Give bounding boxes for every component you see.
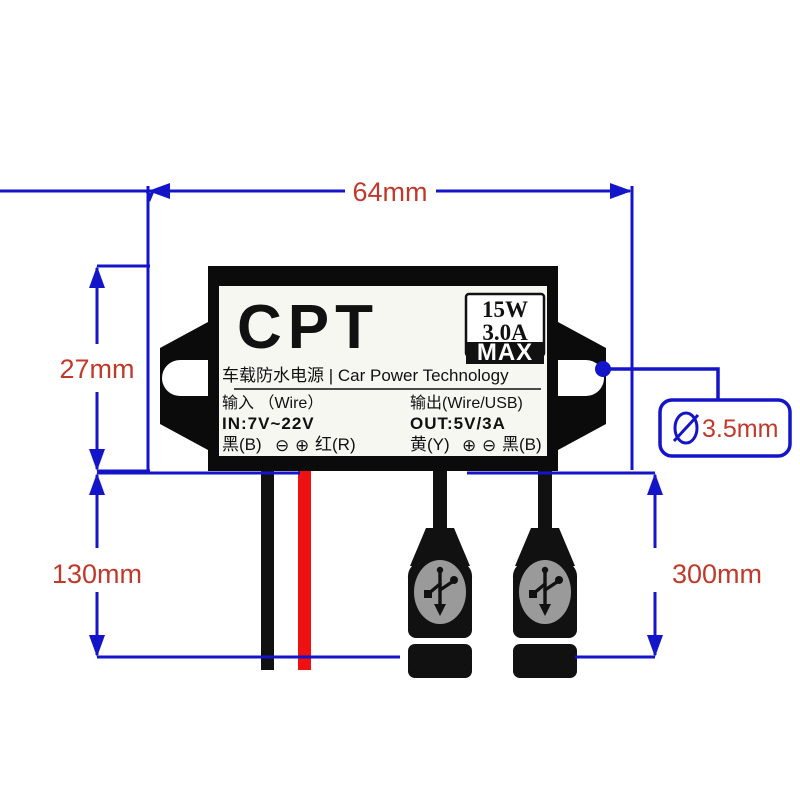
power-badge-amps: 3.0A <box>482 320 528 345</box>
output-polarity-row: 黄(Y) ⊕ ⊖ 黑(B) <box>410 435 542 455</box>
right-mount-slot <box>558 360 604 396</box>
output-polarity-left: 黄(Y) <box>410 435 450 454</box>
usb-connector-2-plug <box>513 644 577 678</box>
height-dimension-label: 27mm <box>59 354 134 384</box>
input-spec: IN:7V~22V <box>222 414 315 433</box>
input-cable-arrowhead-top <box>89 473 105 495</box>
dimension-width: 64mm <box>0 177 634 470</box>
input-polarity-row: 黑(B) ⊖ ⊕ 红(R) <box>222 435 356 455</box>
diameter-icon <box>672 411 700 445</box>
width-dimension-label: 64mm <box>352 177 427 207</box>
mount-hole-dimension-label: 3.5mm <box>702 415 778 443</box>
width-arrowhead-right <box>610 183 632 199</box>
width-arrowhead-left <box>148 183 170 199</box>
input-cable-arrowhead-bottom <box>89 635 105 657</box>
black-input-wire <box>261 470 274 670</box>
label-content: CPT 15W 3.0A MAX 车载防水电源 | Car Power Tech… <box>222 292 546 455</box>
output-spec: OUT:5V/3A <box>410 414 506 433</box>
output-cable-arrowhead-top <box>647 473 663 495</box>
input-wires <box>261 470 311 670</box>
dimension-output-cable: 300mm <box>467 471 762 659</box>
tagline-text: 车载防水电源 | Car Power Technology <box>222 366 509 385</box>
usb-cable-2-strain-relief <box>515 528 575 566</box>
power-badge: 15W 3.0A MAX <box>464 292 546 366</box>
mount-hole-leader-line <box>603 367 720 400</box>
usb-cable-1-strain-relief <box>410 528 470 566</box>
red-input-wire <box>298 470 311 670</box>
height-arrowhead-bottom <box>89 449 105 471</box>
input-polarity-left: 黑(B) <box>222 435 262 454</box>
brand-text: CPT <box>237 293 379 362</box>
left-mount-slot <box>162 360 208 396</box>
power-badge-max-bar <box>466 342 544 364</box>
usb-trident-icon-2 <box>529 566 563 616</box>
output-polarity-minus-icon: ⊖ <box>482 436 496 455</box>
input-heading: 输入 （Wire） <box>222 394 323 412</box>
output-cable-arrowhead-bottom <box>647 635 663 657</box>
output-usb-cable-1 <box>407 470 473 678</box>
output-polarity-right: 黑(B) <box>502 435 542 454</box>
output-heading: 输出(Wire/USB) <box>410 394 523 412</box>
usb-trident-icon-1 <box>424 566 458 616</box>
input-polarity-minus-icon: ⊖ <box>275 436 289 455</box>
output-cable-dimension-label: 300mm <box>672 559 762 589</box>
output-usb-cable-2 <box>512 470 578 678</box>
power-badge-max-text: MAX <box>477 339 533 366</box>
input-cable-dimension-label: 130mm <box>52 559 142 589</box>
input-polarity-right: 红(R) <box>315 435 356 454</box>
power-badge-watts: 15W <box>482 297 528 322</box>
usb-cable-1-lead <box>433 470 447 530</box>
dimension-input-cable: 130mm <box>52 471 400 659</box>
input-polarity-plus-icon: ⊕ <box>295 436 309 455</box>
usb-cable-2-lead <box>538 470 552 530</box>
output-polarity-plus-icon: ⊕ <box>462 436 476 455</box>
height-arrowhead-top <box>89 266 105 288</box>
mount-hole-callout: 3.5mm <box>595 361 792 458</box>
dimension-height: 27mm <box>59 264 150 473</box>
usb-connector-1-plug <box>408 644 472 678</box>
